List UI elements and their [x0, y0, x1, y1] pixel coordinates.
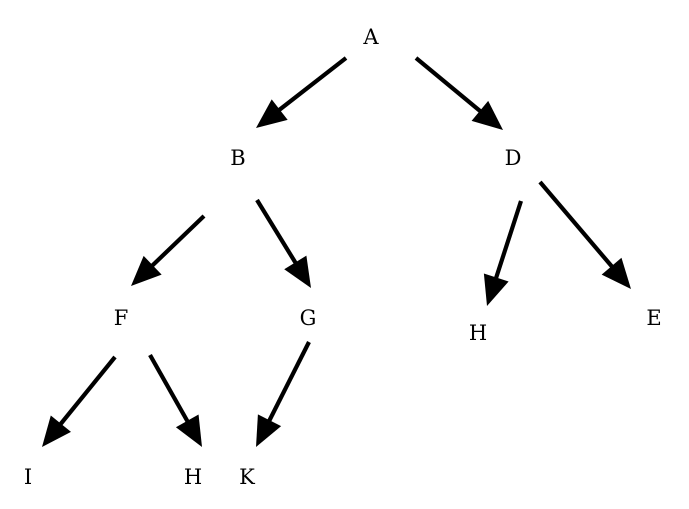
arrowhead — [42, 415, 71, 447]
edge-a-to-d — [414, 56, 503, 130]
node-h-under-f: H — [184, 465, 202, 489]
edge-line — [493, 200, 523, 281]
arrowhead — [471, 100, 503, 130]
arrowhead — [175, 414, 202, 447]
node-h-under-d: H — [469, 321, 487, 345]
node-e: E — [646, 306, 661, 330]
edge-line — [414, 56, 483, 114]
edge-a-to-b — [256, 56, 348, 128]
arrowhead — [483, 273, 509, 306]
node-a: A — [362, 25, 379, 49]
node-k: K — [239, 465, 255, 489]
edge-line — [58, 355, 117, 427]
edge-d-to-e — [538, 180, 631, 289]
edge-f-to-i — [42, 355, 117, 447]
edge-f-to-h2 — [148, 353, 202, 447]
arrowhead — [284, 255, 311, 288]
node-f: F — [114, 306, 129, 330]
edge-g-to-k — [256, 341, 311, 447]
node-b: B — [230, 146, 245, 170]
edge-line — [255, 198, 299, 266]
arrowhead — [601, 257, 631, 289]
edge-b-to-g — [255, 198, 311, 288]
edge-line — [538, 180, 615, 270]
edge-line — [266, 341, 311, 423]
node-g: G — [300, 306, 317, 330]
edge-d-to-h1 — [483, 200, 523, 306]
edges-layer — [42, 56, 631, 447]
nodes-layer: A B D F G H E I H K — [24, 25, 662, 489]
node-d: D — [505, 146, 522, 170]
arrowhead — [256, 414, 282, 447]
edge-line — [148, 353, 191, 424]
arrowhead — [256, 99, 288, 128]
arrowhead — [131, 255, 162, 286]
edge-b-to-f — [131, 214, 206, 286]
edge-line — [149, 214, 206, 269]
node-i: I — [24, 465, 32, 489]
edge-line — [276, 56, 348, 113]
